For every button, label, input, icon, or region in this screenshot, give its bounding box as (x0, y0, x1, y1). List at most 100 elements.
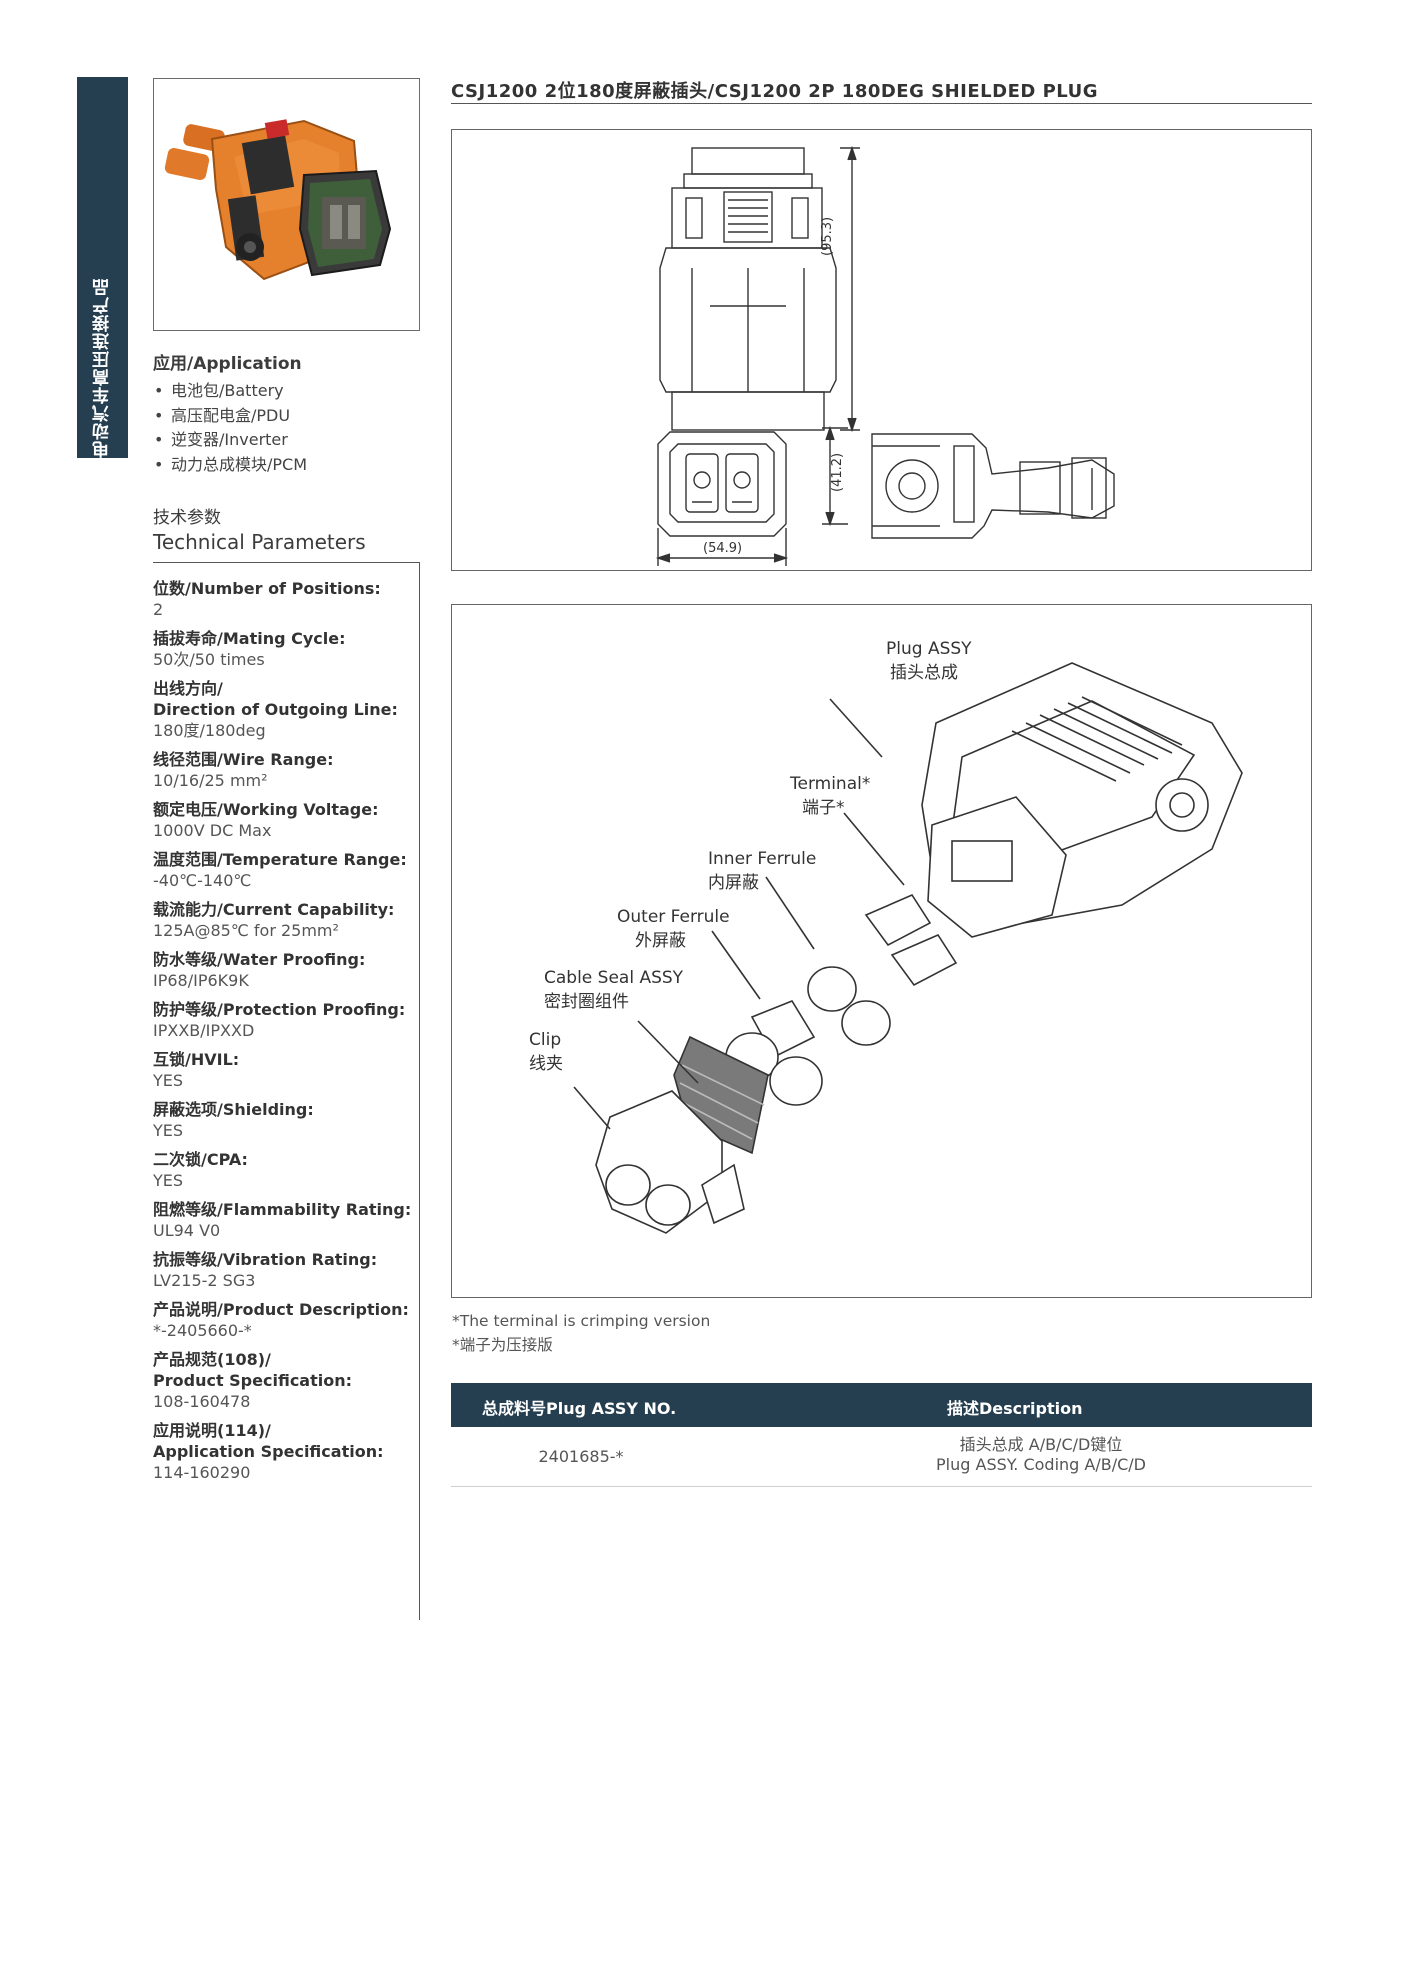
tech-param: 载流能力/Current Capability: 125A@85℃ for 25m… (153, 899, 423, 942)
tech-params-heading-en: Technical Parameters (153, 530, 366, 554)
tech-param-value: 125A@85℃ for 25mm² (153, 921, 339, 940)
callout-inner-ferrule-cn: 内屏蔽 (708, 873, 759, 893)
application-title: 应用/Application (153, 354, 302, 374)
tech-param: 产品规范(108)/ Product Specification: 108-160… (153, 1349, 423, 1413)
tech-param-value: 50次/50 times (153, 650, 265, 669)
tech-param: 额定电压/Working Voltage: 1000V DC Max (153, 799, 423, 842)
callout-terminal-cn: 端子* (802, 798, 845, 818)
tech-param-value: 108-160478 (153, 1392, 251, 1411)
callout-outer-ferrule: Outer Ferrule 外屏蔽 (617, 905, 730, 953)
tech-param-label: 防水等级/Water Proofing: (153, 950, 366, 969)
tech-param-value: 114-160290 (153, 1463, 251, 1482)
tech-param: 产品说明/Product Description: *-2405660-* (153, 1299, 423, 1342)
tech-param-label: 阻燃等级/Flammability Rating: (153, 1200, 412, 1219)
application-section: 应用/Application 电池包/Battery 高压配电盒/PDU 逆变器… (153, 349, 423, 477)
callout-plug-assy-en: Plug ASSY (886, 639, 972, 659)
callout-plug-assy-cn: 插头总成 (890, 663, 958, 683)
tech-param-value: 2 (153, 600, 164, 619)
tech-param-label: 互锁/HVIL: (153, 1050, 240, 1069)
tech-param: 抗振等级/Vibration Rating: LV215-2 SG3 (153, 1249, 423, 1292)
application-list: 电池包/Battery 高压配电盒/PDU 逆变器/Inverter 动力总成模… (153, 379, 423, 477)
tech-param-label: 额定电压/Working Voltage: (153, 800, 379, 819)
tech-param: 出线方向/ Direction of Outgoing Line:180度/18… (153, 678, 423, 742)
table-header-part-no: 总成料号Plug ASSY NO. (482, 1399, 677, 1418)
tech-param-label: 线径范围/Wire Range: (153, 750, 334, 769)
exploded-view: Plug ASSY 插头总成 Terminal* 端子* Inner Ferru… (451, 604, 1312, 1298)
tech-param: 屏蔽选项/Shielding: YES (153, 1099, 423, 1142)
tech-param-value: YES (153, 1171, 184, 1190)
tech-param-label: 位数/Number of Positions: (153, 579, 381, 598)
tech-param: 温度范围/Temperature Range: -40℃-140℃ (153, 849, 423, 892)
tech-param: 阻燃等级/Flammability Rating: UL94 V0 (153, 1199, 423, 1242)
title-divider (451, 103, 1312, 104)
callout-plug-assy: Plug ASSY 插头总成 (886, 637, 972, 685)
page-title: CSJ1200 2位180度屏蔽插头/CSJ1200 2P 180DEG SHI… (451, 81, 1098, 102)
side-tab: 电动汽车高压连接产品 (77, 77, 128, 458)
dimension-height-label: (95.3) (820, 216, 835, 256)
callout-clip: Clip 线夹 (529, 1028, 563, 1076)
callout-outer-ferrule-en: Outer Ferrule (617, 907, 730, 927)
callout-clip-en: Clip (529, 1030, 562, 1050)
tech-param-value: UL94 V0 (153, 1221, 221, 1240)
tech-param-label: 产品规范(108)/ Product Specification: (153, 1350, 353, 1390)
dimension-width-label: (54.9) (703, 541, 743, 556)
connector-photo-illustration (164, 119, 392, 281)
tech-param-label: 防护等级/Protection Proofing: (153, 1000, 406, 1019)
tech-param-label: 二次锁/CPA: (153, 1150, 248, 1169)
callout-cable-seal: Cable Seal ASSY 密封圈组件 (544, 966, 683, 1014)
tech-params-list: 位数/Number of Positions: 2 插拔寿命/Mating Cycl… (153, 578, 423, 1491)
tech-param-value: YES (153, 1121, 184, 1140)
tech-param-label: 载流能力/Current Capability: (153, 900, 395, 919)
tech-param: 应用说明(114)/ Application Specification:114… (153, 1420, 423, 1484)
table-row: 2401685-* 插头总成 A/B/C/D键位 Plug ASSY. Codi… (451, 1427, 1312, 1487)
tech-param: 防护等级/Protection Proofing: IPXXB/IPXXD (153, 999, 423, 1042)
tech-param: 位数/Number of Positions: 2 (153, 578, 423, 621)
table-header-description: 描述Description (947, 1399, 1083, 1418)
table-header: 总成料号Plug ASSY NO. 描述Description (451, 1383, 1312, 1427)
callout-inner-ferrule-en: Inner Ferrule (708, 849, 817, 869)
tech-param: 插拔寿命/Mating Cycle: 50次/50 times (153, 628, 423, 671)
dimension-drawing: (95.3) (41.2) (54.9) (451, 129, 1312, 571)
part-number-table: 总成料号Plug ASSY NO. 描述Description 2401685-… (451, 1383, 1312, 1487)
application-item: 逆变器/Inverter (153, 428, 423, 453)
tech-param-label: 屏蔽选项/Shielding: (153, 1100, 314, 1119)
application-item: 高压配电盒/PDU (153, 404, 423, 429)
tech-param-label: 温度范围/Temperature Range: (153, 850, 407, 869)
table-cell-description: 插头总成 A/B/C/D键位 Plug ASSY. Coding A/B/C/D (851, 1435, 1231, 1475)
tech-param: 互锁/HVIL:YES (153, 1049, 423, 1092)
side-tab-label: 电动汽车高压连接产品 (93, 278, 113, 458)
tech-param-value: IPXXB/IPXXD (153, 1021, 255, 1040)
table-cell-description-en: Plug ASSY. Coding A/B/C/D (936, 1455, 1146, 1474)
tech-param-label: 出线方向/ Direction of Outgoing Line: (153, 679, 398, 719)
tech-param-value: -40℃-140℃ (153, 871, 252, 890)
tech-param-label: 抗振等级/Vibration Rating: (153, 1250, 378, 1269)
product-photo (153, 78, 420, 331)
callout-clip-cn: 线夹 (529, 1054, 563, 1074)
application-item: 电池包/Battery (153, 379, 423, 404)
tech-params-vertical-rule (419, 562, 420, 1620)
callout-cable-seal-en: Cable Seal ASSY (544, 968, 684, 988)
callout-cable-seal-cn: 密封圈组件 (544, 992, 629, 1012)
tech-param: 防水等级/Water Proofing: IP68/IP6K9K (153, 949, 423, 992)
callout-outer-ferrule-cn: 外屏蔽 (635, 931, 686, 951)
crimp-note-cn: *端子为压接版 (452, 1336, 553, 1354)
tech-params-heading: 技术参数 Technical Parameters (153, 507, 423, 555)
tech-params-divider (153, 562, 420, 563)
tech-param-value: 10/16/25 mm² (153, 771, 268, 790)
tech-param-value: LV215-2 SG3 (153, 1271, 256, 1290)
tech-param-value: 1000V DC Max (153, 821, 272, 840)
crimp-note: *The terminal is crimping version *端子为压接… (452, 1309, 710, 1357)
tech-param: 线径范围/Wire Range: 10/16/25 mm² (153, 749, 423, 792)
tech-param: 二次锁/CPA: YES (153, 1149, 423, 1192)
application-item: 动力总成模块/PCM (153, 453, 423, 478)
table-cell-description-cn: 插头总成 A/B/C/D键位 (959, 1435, 1123, 1454)
dimension-drawing-svg (655, 145, 1115, 566)
tech-param-label: 插拔寿命/Mating Cycle: (153, 629, 346, 648)
tech-param-value: IP68/IP6K9K (153, 971, 249, 990)
crimp-note-en: *The terminal is crimping version (452, 1312, 711, 1330)
exploded-view-svg (573, 662, 1243, 1234)
tech-param-label: 产品说明/Product Description: (153, 1300, 409, 1319)
dimension-depth-label: (41.2) (830, 452, 845, 492)
tech-param-value: *-2405660-* (153, 1321, 252, 1340)
callout-inner-ferrule: Inner Ferrule 内屏蔽 (708, 847, 816, 895)
